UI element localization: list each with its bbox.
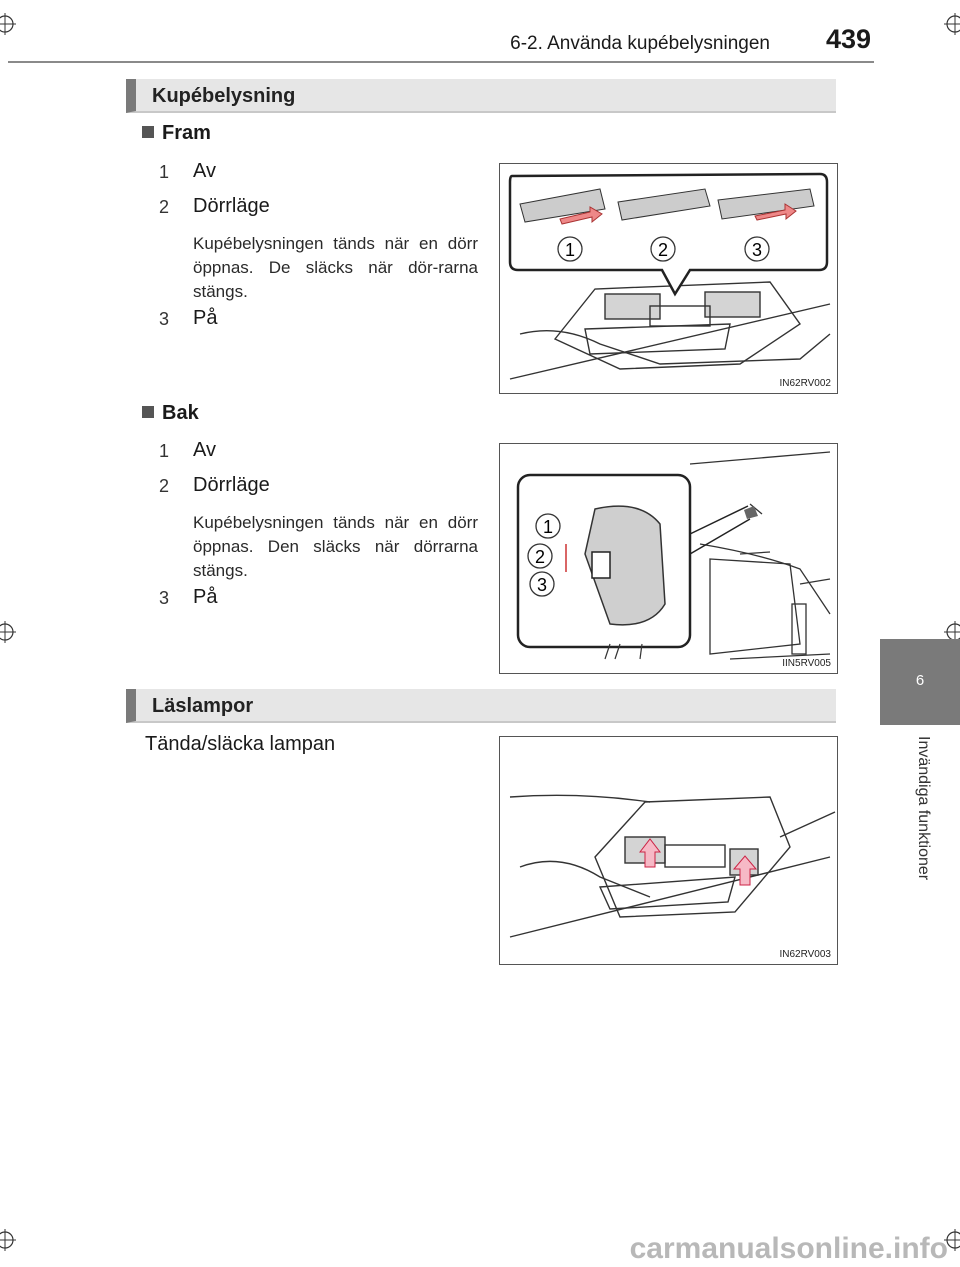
figure-code: IN62RV003 (779, 949, 831, 960)
section-heading-laslampor: Läslampor (126, 689, 836, 723)
section-title: Läslampor (152, 695, 254, 717)
page-number: 439 (826, 24, 872, 54)
callout-3: 3 (537, 575, 547, 595)
chapter-number: 6 (915, 672, 925, 689)
item-label: Dörrläge (193, 474, 270, 496)
crop-mark-icon (0, 1229, 16, 1251)
square-bullet-icon (142, 126, 154, 138)
callout-3: 3 (752, 240, 762, 260)
crop-mark-icon (0, 13, 16, 35)
figure-front-light: 1 2 3 IN62RV002 (499, 163, 838, 394)
watermark: carmanualsonline.info (629, 1232, 948, 1265)
figure-code: IIN5RV005 (782, 658, 831, 669)
item-label: På (193, 586, 218, 608)
chapter-tab-marker (880, 639, 960, 725)
item-description: Kupébelysningen tänds när en dörr öppnas… (193, 234, 478, 301)
item-label: Av (193, 439, 216, 461)
chapter-tab: 6 Invändiga funktioner (880, 0, 960, 1267)
header-rule (8, 61, 874, 63)
figure-rear-light: 1 2 3 IIN5RV005 (499, 443, 838, 674)
crop-mark-icon (944, 1229, 960, 1251)
callout-1: 1 (543, 517, 553, 537)
item-label: Av (193, 160, 216, 182)
section-title: Kupébelysning (152, 85, 296, 107)
figure-reading-lamps: IN62RV003 (499, 736, 838, 965)
item-number: 2 (159, 197, 170, 217)
crop-mark-icon (944, 13, 960, 35)
subheading-rear: Bak (142, 402, 199, 425)
figure-code: IN62RV002 (779, 378, 831, 389)
square-bullet-icon (142, 406, 154, 418)
rear-light-illustration: 1 2 3 (516, 451, 831, 660)
item-label: Dörrläge (193, 195, 270, 217)
callout-2: 2 (535, 547, 545, 567)
front-light-illustration: 1 2 3 (508, 172, 831, 380)
item-number: 1 (159, 441, 170, 461)
section-heading-kupebelysning: Kupébelysning (126, 79, 836, 113)
running-header-title: 6-2. Använda kupébelysningen (510, 33, 770, 54)
item-description: Kupébelysningen tänds när en dörr öppnas… (193, 513, 478, 580)
item-number: 1 (159, 162, 170, 182)
body-text: Tända/släcka lampan (145, 733, 336, 755)
item-label: På (193, 307, 218, 329)
item-number: 2 (159, 476, 170, 496)
item-number: 3 (159, 309, 170, 329)
crop-mark-icon (0, 621, 16, 643)
callout-2: 2 (658, 240, 668, 260)
chapter-title: Invändiga funktioner (915, 736, 932, 881)
callout-1: 1 (565, 240, 575, 260)
reading-lamps-illustration (509, 794, 836, 938)
item-number: 3 (159, 588, 170, 608)
subheading-front: Fram (142, 122, 211, 145)
